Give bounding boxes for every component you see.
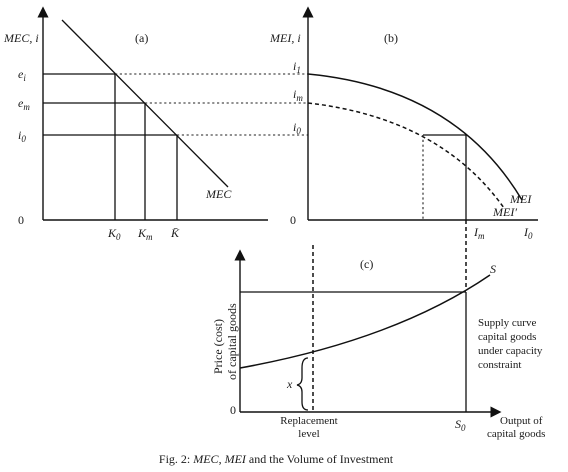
mei-prime-curve bbox=[307, 102, 505, 209]
replacement-brace bbox=[296, 357, 309, 411]
brace-label: x bbox=[286, 377, 293, 391]
panel-c-y-axis-label-2: of capital goods bbox=[225, 303, 239, 380]
mei-curve bbox=[307, 73, 523, 201]
tick-i0-b: i0 bbox=[293, 120, 301, 136]
panel-a-label: (a) bbox=[135, 31, 148, 45]
panel-a: MEC, i (a) 0 ei em i0 K0 Km K̄ MEC bbox=[3, 6, 268, 242]
replacement-label-1: Replacement bbox=[280, 415, 337, 427]
panel-b-label: (b) bbox=[384, 31, 398, 45]
tick-e1: ei bbox=[18, 67, 26, 83]
tick-I0: I0 bbox=[523, 225, 533, 241]
supply-note-3: under capacity bbox=[478, 345, 543, 357]
supply-curve-label: S bbox=[490, 262, 496, 276]
panel-a-origin: 0 bbox=[18, 213, 24, 227]
replacement-label-2: level bbox=[298, 428, 319, 440]
supply-note-4: constraint bbox=[478, 359, 521, 371]
tick-k0: K0 bbox=[107, 226, 121, 242]
mei-curve-label: MEI bbox=[509, 192, 532, 206]
supply-note-1: Supply curve bbox=[478, 317, 536, 329]
tick-kbar: K̄ bbox=[170, 226, 180, 240]
tick-em: em bbox=[18, 96, 30, 112]
tick-Im: Im bbox=[473, 225, 485, 241]
tick-im: im bbox=[293, 87, 303, 103]
supply-curve bbox=[239, 274, 491, 369]
tick-S0: S0 bbox=[455, 417, 466, 433]
panel-c: (c) 0 Price (cost) of capital goods S x … bbox=[211, 220, 545, 440]
figure-caption: Fig. 2: MEC, MEI and the Volume of Inves… bbox=[159, 452, 394, 466]
output-label-1: Output of bbox=[500, 415, 543, 427]
panel-a-y-axis-label: MEC, i bbox=[3, 31, 39, 45]
panel-c-origin: 0 bbox=[230, 403, 236, 417]
output-label-2: capital goods bbox=[487, 428, 545, 440]
mei-prime-curve-label: MEI′ bbox=[492, 205, 517, 219]
tick-km: Km bbox=[137, 226, 153, 242]
tick-i0-a: i0 bbox=[18, 128, 26, 144]
panel-b-y-axis-label: MEI, i bbox=[269, 31, 301, 45]
supply-note-2: capital goods bbox=[478, 331, 536, 343]
mec-curve-label: MEC bbox=[205, 187, 232, 201]
panel-b: MEI, i (b) 0 i1 im i0 Im I0 MEI MEI′ bbox=[269, 6, 538, 241]
panel-c-label: (c) bbox=[360, 257, 373, 271]
tick-i1: i1 bbox=[293, 59, 301, 75]
panel-b-origin: 0 bbox=[290, 213, 296, 227]
panel-c-y-axis-label-1: Price (cost) bbox=[211, 319, 225, 374]
